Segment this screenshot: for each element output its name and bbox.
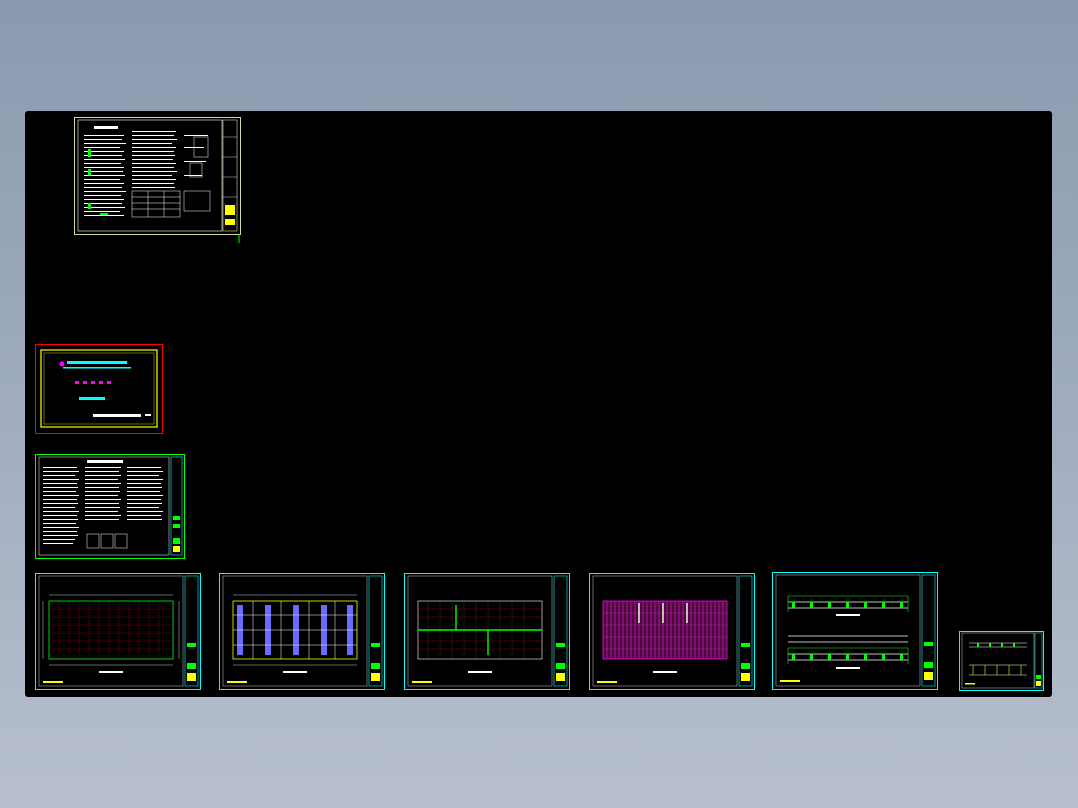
- sheet-foundation-plan[interactable]: [35, 573, 201, 690]
- sheet-column-layout-plan[interactable]: [219, 573, 385, 690]
- sheet-drawing-list[interactable]: [74, 117, 241, 243]
- sheet-roof-purlin-plan-graphic: [589, 573, 755, 690]
- drawing-canvas[interactable]: [25, 111, 1052, 697]
- sheet-drawing-list-graphic: [74, 117, 241, 243]
- sheet-roof-beam-plan-graphic: [404, 573, 570, 690]
- sheet-detail[interactable]: [959, 631, 1044, 691]
- sheet-cover-graphic: [35, 344, 163, 434]
- sheet-roof-purlin-plan[interactable]: [589, 573, 755, 690]
- sheet-elevations-graphic: [772, 572, 938, 690]
- sheet-elevations[interactable]: [772, 572, 938, 690]
- sheet-detail-graphic: [959, 631, 1044, 691]
- sheet-cover[interactable]: [35, 344, 163, 434]
- sheet-general-notes[interactable]: [35, 454, 185, 559]
- sheet-column-layout-plan-graphic: [219, 573, 385, 690]
- sheet-foundation-plan-graphic: [35, 573, 201, 690]
- sheet-roof-beam-plan[interactable]: [404, 573, 570, 690]
- sheet-general-notes-graphic: [35, 454, 185, 559]
